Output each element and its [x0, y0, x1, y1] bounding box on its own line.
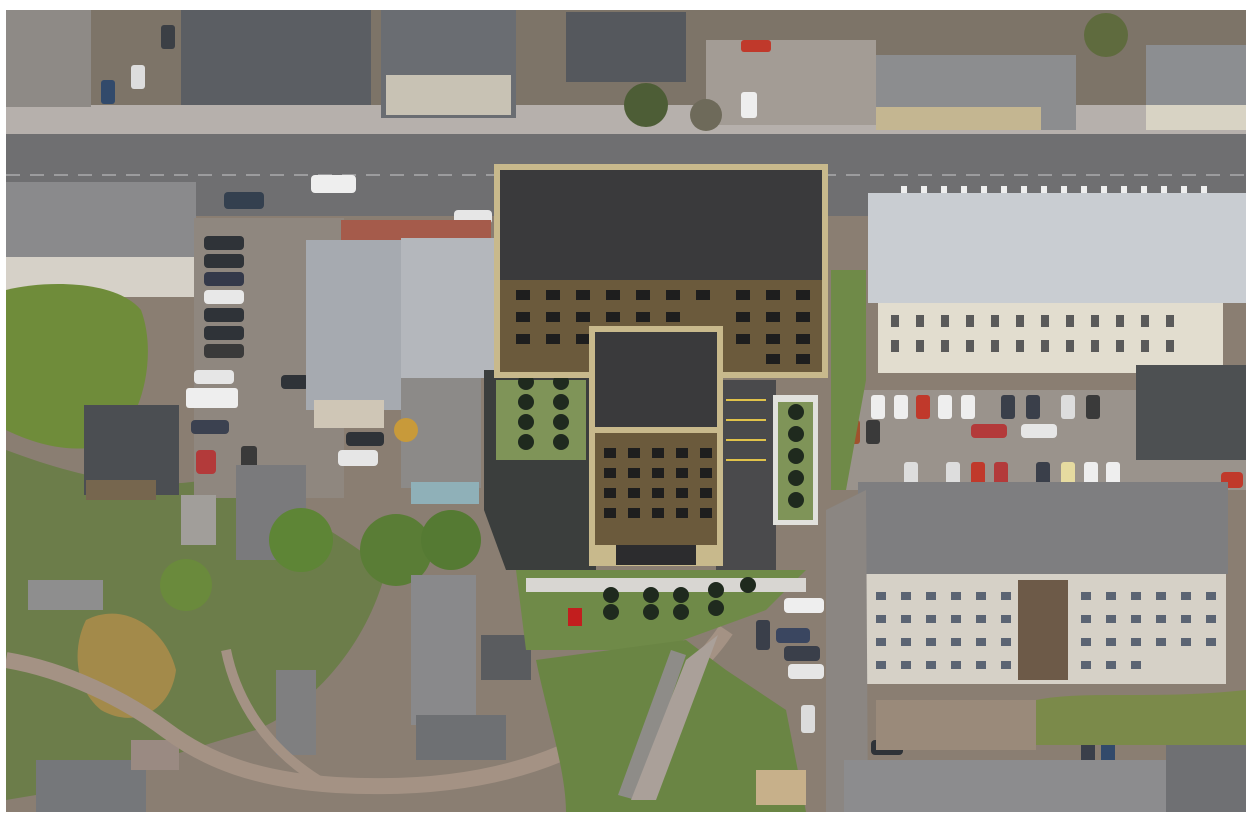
courtyard-garden-west	[496, 380, 586, 460]
car	[741, 92, 757, 118]
tower-front-roof	[595, 332, 717, 427]
residential-block-roof	[858, 482, 1228, 574]
car	[311, 175, 356, 193]
building-central-facade	[314, 400, 384, 428]
building-ne-1-facade	[876, 107, 1041, 130]
residential-block-windows	[876, 592, 1216, 669]
dirt-path	[221, 649, 329, 790]
house-roof	[28, 580, 103, 610]
parked-cars-east	[846, 395, 1243, 488]
tower-front-windows	[604, 448, 712, 518]
building-red-roof	[341, 220, 491, 240]
courtyard-trees-east	[788, 404, 804, 508]
tower-main-windows	[516, 290, 810, 364]
car	[224, 192, 264, 209]
building-central-annex	[411, 482, 479, 504]
vegetation-east	[831, 270, 866, 490]
parking-north	[706, 40, 876, 125]
car	[161, 25, 175, 49]
tree	[394, 418, 418, 442]
car	[101, 80, 115, 104]
south-road	[826, 490, 868, 812]
road-markings	[726, 399, 766, 461]
house-roof	[36, 760, 146, 812]
timber-pile	[756, 770, 806, 805]
house-roof	[411, 575, 476, 725]
building-n-4	[566, 12, 686, 82]
house-roof	[276, 670, 316, 755]
ramp	[618, 650, 686, 800]
footpath	[631, 635, 718, 800]
tower-access-road	[716, 380, 776, 570]
garage-roof	[1136, 365, 1246, 460]
tree	[690, 99, 722, 131]
south-field	[876, 700, 1036, 750]
tree	[360, 514, 432, 586]
house-roof	[131, 740, 179, 770]
building-east-long-facade	[878, 303, 1223, 373]
tower-main-roof	[500, 170, 822, 280]
car	[131, 65, 145, 89]
building-central-roof-1	[306, 240, 401, 410]
house-roof	[416, 715, 506, 760]
tower-walkway	[526, 578, 806, 592]
building-west-long-roof	[6, 182, 196, 257]
tree	[1084, 13, 1128, 57]
tree	[269, 508, 333, 572]
building-se-roof	[844, 760, 1219, 812]
tree	[624, 83, 668, 127]
building-ne-2-facade	[1146, 105, 1246, 130]
aerial-photo	[6, 10, 1246, 812]
tree	[421, 510, 481, 570]
building-east-long-roof	[868, 193, 1246, 303]
road-barrier	[901, 186, 1207, 194]
parked-cars-south	[756, 598, 1115, 764]
vegetation-southeast	[1036, 690, 1246, 745]
house-roof	[481, 635, 531, 680]
red-sculpture	[568, 608, 582, 626]
car	[741, 40, 771, 52]
building-nw-3-facade	[386, 75, 511, 115]
lawn-trees	[603, 577, 756, 620]
residential-block-balconies	[1018, 580, 1068, 680]
building-nw-1	[6, 10, 91, 107]
tree	[160, 559, 212, 611]
house-roof	[181, 495, 216, 545]
north-buildings	[6, 10, 1246, 131]
building-east-long-windows	[891, 315, 1174, 352]
building-se-2	[1166, 745, 1246, 812]
building-central-roof-2	[401, 238, 496, 378]
house-facade	[86, 480, 156, 500]
building-nw-2	[181, 10, 371, 105]
tower-entrance	[616, 545, 696, 565]
